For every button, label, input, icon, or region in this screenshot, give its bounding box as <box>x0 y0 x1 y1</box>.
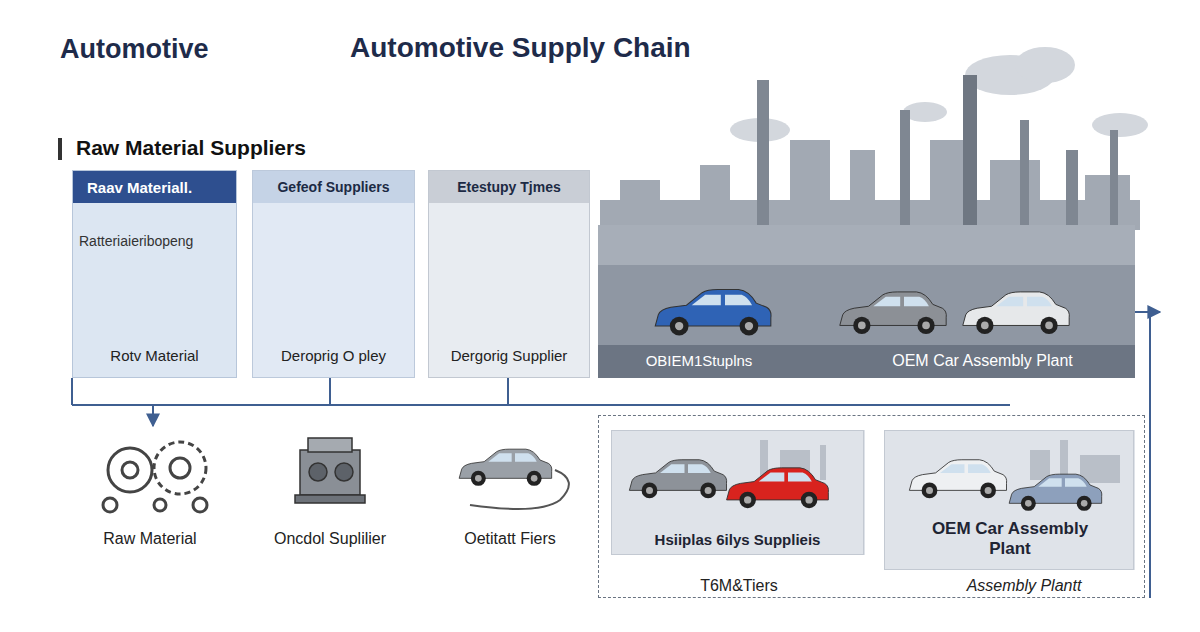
engine-icon <box>295 438 365 503</box>
box-text: Ratteriaieribopeng <box>79 233 234 249</box>
diagram-title: Automotive Supply Chain <box>350 32 870 64</box>
box-text: Deroprig O pley <box>253 347 414 364</box>
text-label: Raw Material <box>85 530 215 548</box>
car-service-icon <box>459 449 569 509</box>
tier-box-art <box>612 430 1135 570</box>
box-heading: Raav Materiall. <box>73 171 236 203</box>
plant-band <box>598 225 1135 378</box>
text-label: Raw Material Suppliers <box>76 136 396 160</box>
process-box: OEM Car Assembly Plant <box>830 225 1135 378</box>
box-text: Rotv Material <box>73 347 236 364</box>
box-heading: T6M&Tiers <box>659 577 819 595</box>
box-heading: Etestupy Tjmes <box>429 171 589 203</box>
text-label: Oetitatt Fiers <box>435 530 585 548</box>
process-box: Hsiiplas 6ilys Supplieis <box>611 430 864 555</box>
plant-cars <box>655 290 1069 336</box>
process-box: Raav Materiall. RatteriaieribopengRotv Ma… <box>72 170 237 378</box>
factory-skyline <box>600 75 1140 230</box>
box-heading: OEM Car Assembly Plant <box>830 352 1135 370</box>
bottom-icons <box>103 438 569 512</box>
car <box>1009 474 1102 511</box>
text-label: Automotive <box>60 34 260 65</box>
process-box: OEM Car Assembly Plant <box>884 430 1134 570</box>
box-heading: OBIEM1Stuplns <box>598 352 800 369</box>
process-box: Etestupy TjmesDergorig Supplier <box>428 170 590 378</box>
box-heading: Gefeof Suppliers <box>253 171 414 203</box>
box-text: Assembly Plantt <box>939 577 1109 595</box>
box-heading: OEM Car Assembly Plant <box>915 519 1105 558</box>
process-box: OBIEM1Stuplns <box>598 225 800 378</box>
box-heading: Hsiiplas 6ilys Supplieis <box>612 531 863 548</box>
heading-bar <box>58 138 62 160</box>
car <box>727 468 829 508</box>
text-label: Oncdol Suplilier <box>255 530 405 548</box>
car <box>629 460 726 499</box>
car <box>840 292 947 334</box>
process-box: Gefeof SuppliersDeroprig O pley <box>252 170 415 378</box>
gear-icon <box>103 442 207 512</box>
clouds <box>730 47 1148 142</box>
box-text: Dergorig Supplier <box>429 347 589 364</box>
car <box>459 449 552 486</box>
car <box>963 292 1070 334</box>
car <box>909 460 1006 499</box>
process-box: T6M&Tiers Assembly Plantt Hsiiplas 6ilys S… <box>598 415 1145 598</box>
car <box>655 290 771 336</box>
